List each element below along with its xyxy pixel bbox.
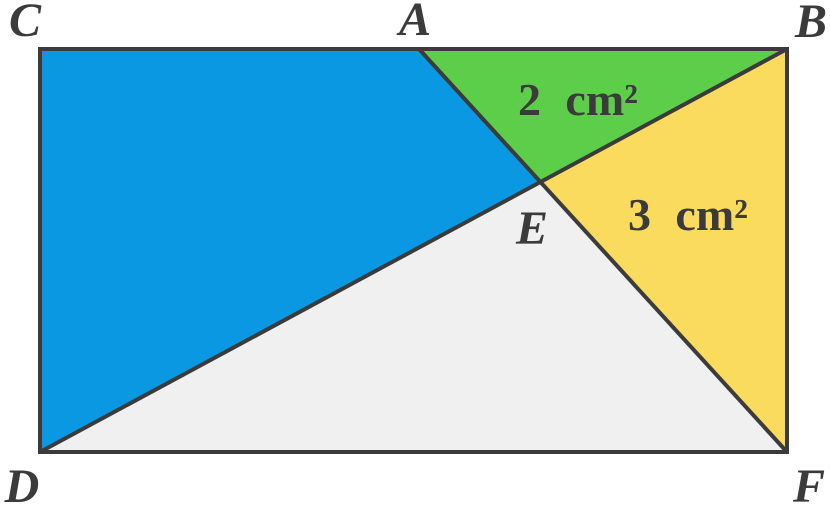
vertex-label-E: E [515, 202, 548, 255]
vertex-label-B: B [794, 0, 827, 48]
vertex-label-C: C [9, 0, 42, 47]
rectangle-border-CBFD [38, 47, 789, 454]
vertex-label-F: F [792, 460, 825, 505]
area-label-green-2cm2: 2 cm² [518, 74, 638, 125]
area-label-yellow-3cm2: 3 cm² [628, 189, 748, 240]
segment-AF [417, 47, 789, 454]
vertex-label-D: D [4, 460, 40, 505]
vertex-label-A: A [396, 0, 431, 46]
segment-DB [39, 47, 788, 454]
region-blue-quadrilateral-CAED [40, 49, 541, 452]
